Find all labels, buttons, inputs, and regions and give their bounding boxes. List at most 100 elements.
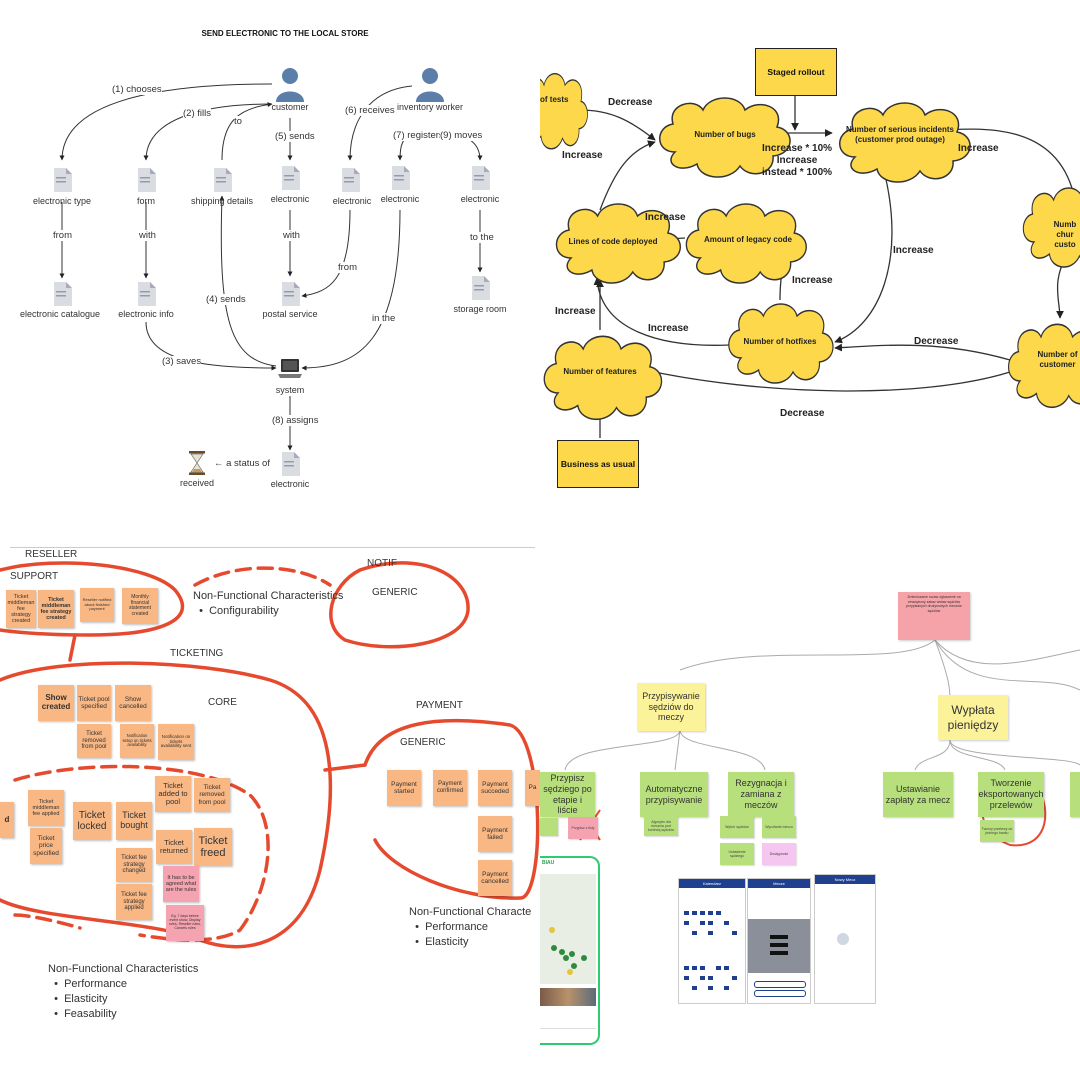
edge-label: with xyxy=(139,230,156,241)
cloud-tests: of tests xyxy=(540,95,569,104)
nfc-item: • Feasability xyxy=(48,1008,117,1020)
cloud-features: Number of features xyxy=(563,367,637,376)
sticky-note: Payment failed xyxy=(478,816,512,852)
node-shipping-details: shipping details xyxy=(190,196,254,206)
nfc-item-text: Elasticity xyxy=(425,936,469,948)
mindmap-connectors xyxy=(564,639,1080,847)
box-staged-rollout: Staged rollout xyxy=(755,48,837,96)
nfc-item: • Performance xyxy=(409,921,489,933)
document-icon xyxy=(282,452,300,476)
nfc-item: • Performance xyxy=(48,978,128,990)
cloud-lines-of-code: Lines of code deployed xyxy=(568,237,658,246)
nfc-item-text: Performance xyxy=(64,978,128,990)
hourglass-icon xyxy=(189,451,205,475)
event-storming-panel: RESELLER SUPPORT NOTIF GENERIC TICKETING… xyxy=(0,540,540,1080)
node-postal-service: postal service xyxy=(262,309,318,319)
sticky-note: Ticket middleman fee strategy created xyxy=(6,590,36,628)
cloud-bugs: Number of bugs xyxy=(694,130,756,139)
node-truncated xyxy=(1070,772,1080,817)
document-icon xyxy=(392,166,410,190)
sticky-small: Ustawienie sędziego xyxy=(720,843,754,865)
document-icon xyxy=(282,282,300,306)
node-set-rate: Ustawianie zapłaty za mecz xyxy=(883,772,953,817)
document-icon xyxy=(138,168,156,192)
document-icon xyxy=(54,282,72,306)
edge-label: from xyxy=(53,230,72,241)
action-button[interactable] xyxy=(754,990,806,997)
sticky-note: Ticket middleman fee applied xyxy=(28,790,64,826)
sticky-note: Ticket fee strategy applied xyxy=(116,884,152,920)
edge-label: (4) sends xyxy=(206,294,246,305)
nfc-title: Non-Functional Characteristics xyxy=(193,590,344,602)
edge-label: Increase xyxy=(792,275,833,286)
sticky-note: Pa xyxy=(525,770,540,806)
divider xyxy=(10,547,535,548)
node-electronic: electronic xyxy=(460,194,500,204)
sticky-small: Algorytm dla meczów pod kontrolą sędziów xyxy=(644,816,678,836)
cloud-hotfixes: Number of hotfixes xyxy=(743,337,817,346)
app-name: BIAU xyxy=(542,860,555,866)
sticky-note: Show created xyxy=(38,685,74,721)
section-reseller: RESELLER xyxy=(25,549,78,560)
nfc-item: • Elasticity xyxy=(409,936,469,948)
cloud-churn: Numb chur custo xyxy=(1053,220,1077,249)
sticky-small: Przypisz z listy xyxy=(568,817,598,839)
node-electronic: electronic xyxy=(332,196,372,206)
edge-label: Increase xyxy=(893,245,934,256)
sticky-note: It has to be agreed what are the rules xyxy=(163,866,199,902)
flow-diagram-panel: SEND ELECTRONIC TO THE LOCAL STORE custo… xyxy=(0,0,540,540)
node-electronic: electronic xyxy=(270,479,310,489)
document-icon xyxy=(472,276,490,300)
edge-label: Decrease xyxy=(780,408,825,419)
phone-title: Kalendarz xyxy=(679,879,745,888)
phone-calendar-screenshot: Kalendarz xyxy=(678,878,746,1004)
edge-label: Increase xyxy=(645,212,686,223)
action-button[interactable] xyxy=(754,981,806,988)
sticky-note: Payment confirmed xyxy=(433,770,467,806)
sticky-note: Ticket removed from pool xyxy=(194,778,230,812)
nfc-payment: Non-Functional Characte • Performance • … xyxy=(409,905,531,950)
sticky-note: d xyxy=(0,802,14,838)
edge-label: Increase xyxy=(648,323,689,334)
edge-label: (6) receives xyxy=(345,105,395,116)
node-export-transfers: Tworzenie eksportowanych przelewów xyxy=(978,772,1044,817)
phone-new-match-screenshot: Nowy Mecz xyxy=(814,874,876,1004)
sticky-note: Payment succeded xyxy=(478,770,512,806)
section-payment: PAYMENT xyxy=(416,700,463,711)
sticky-note: Ticket price specified xyxy=(30,828,62,864)
sticky-note: Payment started xyxy=(387,770,421,806)
list-item xyxy=(770,935,788,939)
document-icon xyxy=(282,166,300,190)
node-inventory-worker: inventory worker xyxy=(396,102,464,112)
sticky-note: Ticket bought xyxy=(116,802,152,840)
causal-connectors xyxy=(540,72,1080,438)
edge-label: ← a status of xyxy=(214,458,270,469)
node-electronic-catalogue: electronic catalogue xyxy=(19,309,101,319)
document-icon xyxy=(342,168,360,192)
sticky-note: Payment cancelled xyxy=(478,860,512,896)
edge-label: (9) moves xyxy=(440,130,483,141)
edge-label: Increase xyxy=(958,143,999,154)
edge-label: Decrease xyxy=(608,97,653,108)
section-ticketing: TICKETING xyxy=(170,648,224,659)
edge-label: to xyxy=(234,116,242,127)
node-electronic-type: electronic type xyxy=(32,196,92,206)
list-item xyxy=(770,943,788,947)
sticky-note: Reseller notified about finished payment xyxy=(80,588,114,622)
edge-label: (1) chooses xyxy=(112,84,162,95)
phone-map-screenshot: BIAU xyxy=(540,856,600,1045)
sticky-note: Notification setup on tickets availabili… xyxy=(120,724,154,758)
node-resign-swap: Rezygnacja i zamiana z meczów xyxy=(728,772,794,817)
edge-label: to the xyxy=(470,232,494,243)
sticky-note: Eg. 7 days before event show, Display ru… xyxy=(166,905,204,941)
sticky-small: Dostępność xyxy=(762,843,796,865)
edge-label: (3) saves xyxy=(162,356,202,367)
mindmap-panel: Zmieniczanie rozaw zgłoszenie na zewnętr… xyxy=(540,540,1080,1080)
node-manual-assign: Przypisz sędziego po etapie i liście xyxy=(540,772,595,817)
sticky-note: Ticket removed from pool xyxy=(77,724,111,758)
node-system: system xyxy=(275,385,305,395)
sticky-note: Show cancelled xyxy=(115,685,151,721)
node-received: received xyxy=(179,478,215,488)
edge-label: (5) sends xyxy=(275,131,315,142)
sticky-note: Ticket fee strategy changed xyxy=(116,848,152,882)
